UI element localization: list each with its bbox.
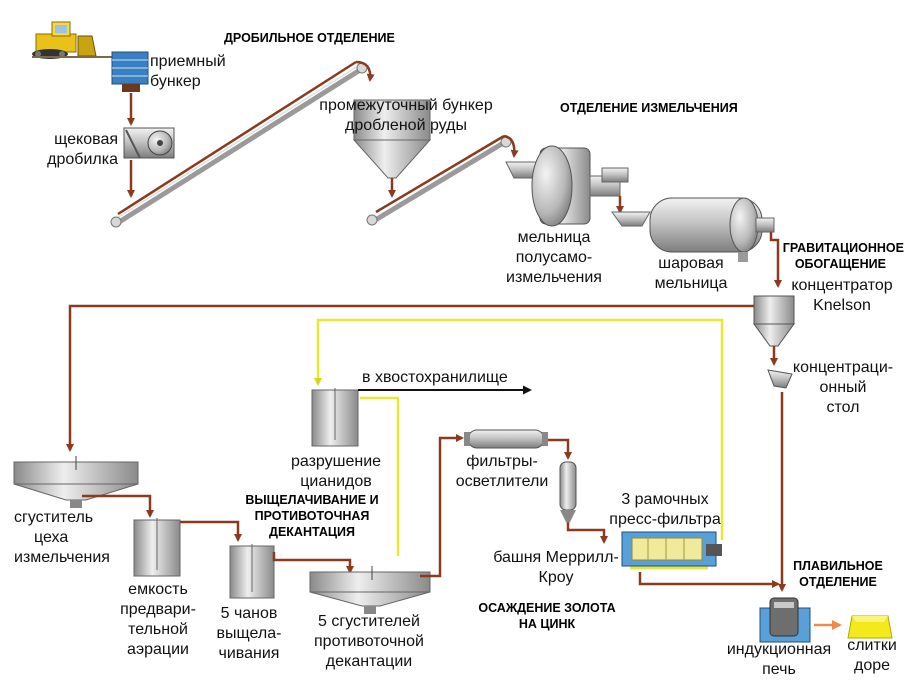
ccd-thickeners-icon	[309, 566, 431, 614]
section-leaching-line-1: ВЫЩЕЛАЧИВАНИЕ И	[245, 493, 379, 507]
merrill-crowe-label: башня Меррилл- Кроу	[493, 549, 619, 586]
cyanide-destruction-icon	[311, 388, 359, 447]
section-zinc-line-2: НА ЦИНК	[518, 617, 576, 631]
ball-mill-icon	[611, 197, 775, 262]
merrill-crowe-tower-icon	[559, 461, 577, 522]
section-leaching-line-2: ПРОТИВОТОЧНАЯ	[254, 509, 370, 523]
sag-mill-label: мельница полусамо- измельчения	[506, 229, 602, 286]
flow-arrow	[66, 304, 754, 452]
knelson-concentrator-icon	[753, 295, 795, 347]
flow-arrow	[180, 520, 242, 542]
section-gravity-line-2: ОБОГАЩЕНИЕ	[794, 257, 886, 271]
dore-bars-label: слитки доре	[847, 637, 897, 674]
induction-furnace-label: индукционная печь	[726, 641, 832, 678]
jaw-crusher-label: щековая дробилка	[47, 131, 118, 168]
flow-arrow	[638, 572, 780, 588]
aeration-tank-label: емкость предвари- тельной аэрации	[120, 581, 196, 658]
clarifier-filter-icon	[464, 429, 548, 449]
dore-bars-icon	[847, 615, 893, 639]
flow-arrow	[420, 434, 464, 578]
bulldozer-icon	[32, 21, 112, 59]
grinding-thickener-label: сгуститель цеха измельчения	[14, 509, 110, 566]
conveyor-2	[366, 134, 519, 226]
leach-tanks-label: 5 чанов выщела- чивания	[216, 605, 282, 662]
section-zinc-line-1: ОСАЖДЕНИЕ ЗОЛОТА	[478, 601, 616, 615]
section-gravity-line-1: ГРАВИТАЦИОННОЕ	[782, 241, 904, 255]
intermediate-bin-label: промежуточный бункер дробленой руды	[319, 97, 493, 134]
section-smelting-line-2: ОТДЕЛЕНИЕ	[799, 575, 877, 589]
flow-arrow	[769, 232, 782, 288]
flow-arrow	[272, 552, 354, 574]
section-crushing: ДРОБИЛЬНОЕ ОТДЕЛЕНИЕ	[224, 31, 395, 45]
jaw-crusher-icon	[123, 127, 175, 159]
press-filter-icon	[621, 531, 722, 570]
flow-arrow	[548, 438, 572, 460]
knelson-label: концентратор Knelson	[791, 277, 893, 314]
section-smelting-line-1: ПЛАВИЛЬНОЕ	[793, 559, 883, 573]
ccd-thickeners-label: 5 сгустителей противоточной декантации	[314, 613, 424, 670]
flow-arrow	[82, 494, 154, 518]
intermediate-bin-icon	[352, 99, 432, 179]
induction-furnace-icon	[759, 597, 811, 643]
leach-tanks-icon	[229, 544, 275, 599]
aeration-tank-icon	[133, 518, 181, 577]
grinding-thickener-icon	[13, 456, 139, 508]
ball-mill-label: шаровая мельница	[654, 255, 728, 292]
cyanide-destruction-label: разрушение цианидов	[290, 453, 382, 490]
section-leaching-line-3: ДЕКАНТАЦИЯ	[269, 525, 355, 539]
sag-mill-icon	[505, 145, 629, 227]
section-grinding: ОТДЕЛЕНИЕ ИЗМЕЛЬЧЕНИЯ	[560, 101, 738, 115]
receiving-hopper-icon	[111, 51, 149, 92]
solution-line	[314, 318, 724, 540]
conveyor-1	[110, 60, 375, 228]
shaking-table-icon	[767, 369, 793, 389]
flow-arrow	[566, 522, 608, 544]
receiving-hopper-label: приемный бункер	[150, 53, 226, 90]
shaking-table-label: концентраци- онный стол	[792, 359, 894, 416]
clarifier-filters-label: фильтры- осветлители	[455, 453, 549, 490]
press-filters-label: 3 рамочных пресс-фильтра	[609, 491, 721, 528]
solution-line	[360, 396, 400, 556]
tailings-label: в хвостохранилище	[362, 369, 508, 386]
